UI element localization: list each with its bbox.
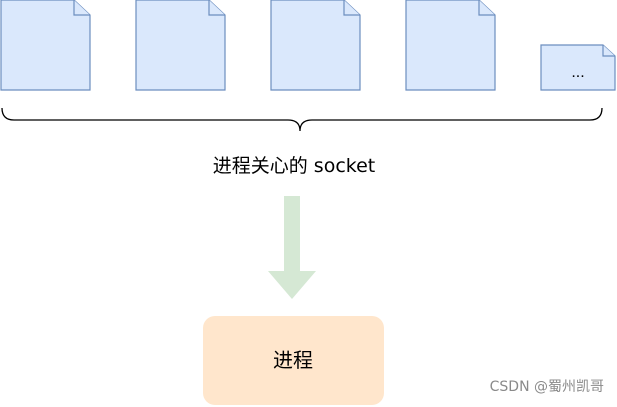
watermark-text: CSDN @蜀州凯哥 bbox=[490, 379, 604, 395]
socket-doc-more: ... bbox=[540, 44, 616, 91]
process-label: 进程 bbox=[273, 348, 313, 372]
socket-doc-1 bbox=[0, 0, 91, 91]
sockets-caption: 进程关心的 socket bbox=[213, 155, 375, 177]
socket-doc-2 bbox=[135, 0, 226, 91]
process-box bbox=[203, 316, 384, 405]
grouping-brace bbox=[1, 107, 603, 132]
socket-more-label: ... bbox=[571, 64, 584, 81]
down-arrow bbox=[268, 196, 316, 299]
socket-doc-4 bbox=[405, 0, 496, 91]
socket-doc-3 bbox=[270, 0, 361, 91]
